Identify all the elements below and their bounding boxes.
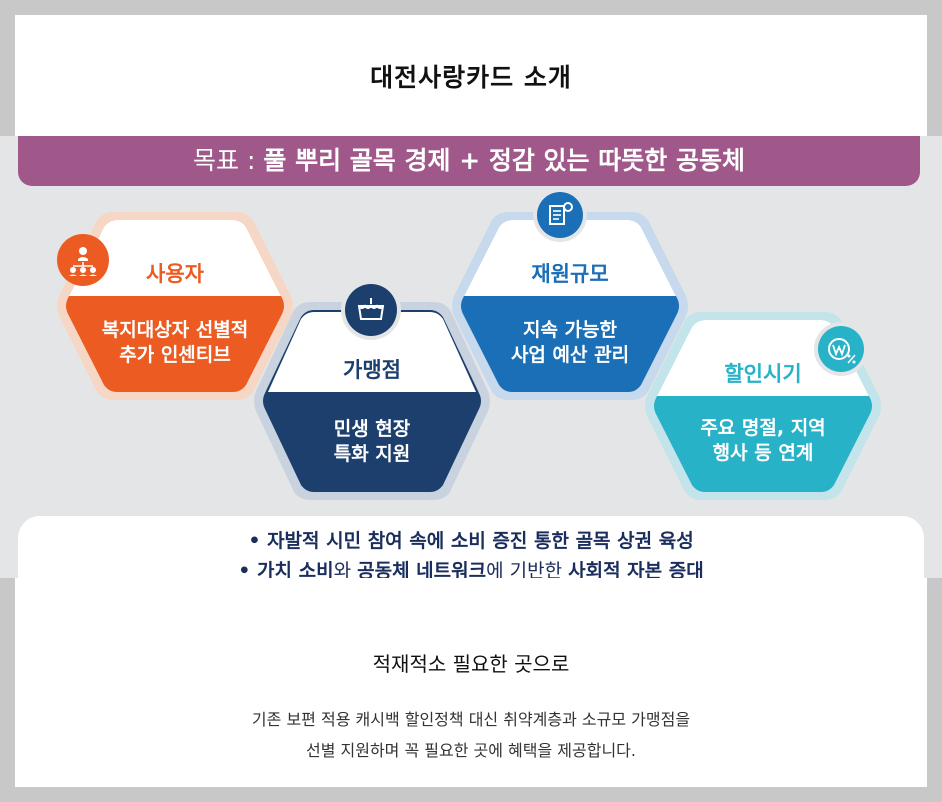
bullet-2-mid2: 에 기반한 (486, 560, 569, 578)
section-title: 적재적소 필요한 곳으로 (372, 652, 570, 676)
section-desc-line1: 기존 보편 적용 캐시백 할인정책 대신 취약계층과 소규모 가맹점을 (251, 710, 691, 729)
pillar-user: 사용자 복지대상자 선별적 추가 인센티브 (55, 206, 295, 406)
store-icon (345, 284, 397, 336)
goal-banner: 목표 : 풀 뿌리 골목 경제 + 정감 있는 따뜻한 공동체 (18, 136, 920, 186)
pillar-budget-line2: 사업 예산 관리 (510, 344, 630, 366)
pillar-budget: 재원규모 지속 가능한 사업 예산 관리 (450, 206, 690, 406)
pillar-user-line1: 복지대상자 선별적 (101, 319, 249, 341)
section-desc-line2: 선별 지원하며 꼭 필요한 곳에 혜택을 제공합니다. (305, 741, 636, 760)
people-network-icon (57, 234, 109, 286)
goal-label: 목표 : (193, 146, 264, 175)
pillar-budget-line1: 지속 가능한 (522, 319, 617, 341)
pillar-user-title: 사용자 (146, 262, 204, 286)
pillar-user-shape (57, 212, 293, 400)
summary-panel (18, 516, 924, 578)
goal-text: 풀 뿌리 골목 경제 + 정감 있는 따뜻한 공동체 (263, 146, 745, 175)
bullet-2-mid1: 와 (333, 560, 358, 578)
bullet-2-strong1: 공동체 네트워크 (357, 560, 487, 578)
bullet-2-prefix: • 가치 소비 (238, 560, 334, 578)
pillar-discount-line2: 행사 등 연계 (712, 442, 814, 464)
pillar-merchant-title: 가맹점 (343, 358, 401, 382)
pillar-merchant: 가맹점 민생 현장 특화 지원 (252, 296, 492, 506)
pillar-budget-shape (452, 212, 688, 400)
pillar-merchant-line1: 민생 현장 (333, 418, 411, 440)
summary-bullet-2: • 가치 소비와 공동체 네트워크에 기반한 사회적 자본 증대 (0, 556, 942, 578)
page-title: 대전사랑카드 소개 (370, 63, 572, 92)
pillar-discount-title: 할인시기 (724, 362, 802, 386)
budget-list-icon (537, 192, 583, 238)
policy-infographic: 목표 : 풀 뿌리 골목 경제 + 정감 있는 따뜻한 공동체 사용자 복지대상… (0, 136, 942, 578)
pillar-user-line2: 추가 인센티브 (119, 344, 231, 366)
pillar-merchant-shape (254, 302, 490, 500)
pillar-merchant-line2: 특화 지원 (333, 443, 411, 465)
pillar-discount-line1: 주요 명절, 지역 (700, 417, 826, 439)
bullet-2-strong2: 사회적 자본 증대 (568, 560, 704, 578)
pillar-budget-title: 재원규모 (531, 262, 609, 286)
summary-bullet-1: • 자발적 시민 참여 속에 소비 증진 통한 골목 상권 육성 (248, 530, 694, 552)
won-discount-icon (818, 326, 864, 372)
